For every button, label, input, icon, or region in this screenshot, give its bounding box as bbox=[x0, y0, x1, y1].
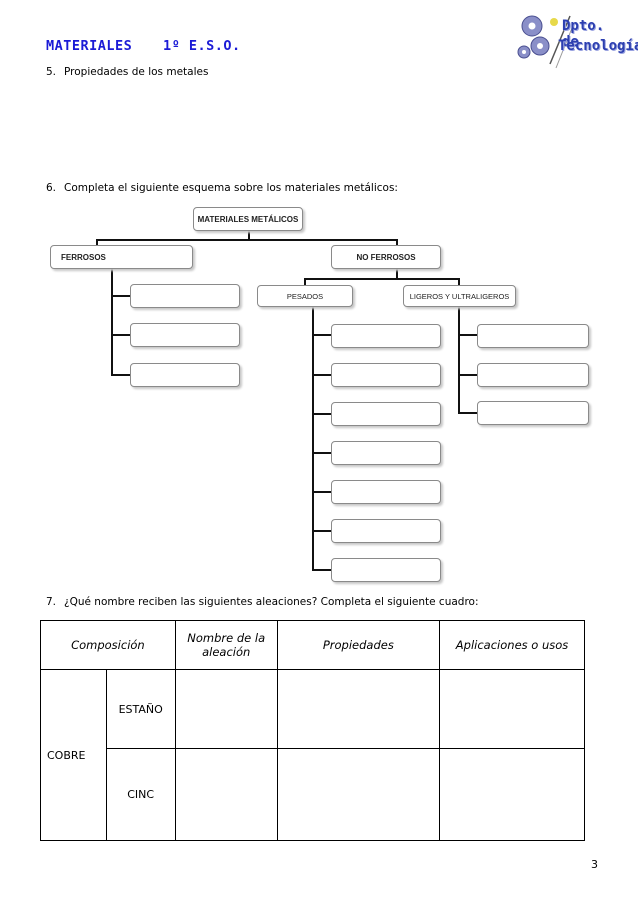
base-metal-cell: COBRE bbox=[40, 669, 107, 841]
answer-box[interactable] bbox=[130, 363, 240, 387]
alloy-component-cell: ESTAÑO bbox=[105, 669, 176, 749]
connector bbox=[304, 278, 460, 280]
connector bbox=[111, 295, 130, 297]
connector bbox=[96, 239, 98, 247]
header-alloy-name: Nombre de la aleación bbox=[174, 620, 278, 670]
connector bbox=[312, 374, 331, 376]
scheme-light-box: LIGEROS Y ULTRALIGEROS bbox=[403, 285, 516, 307]
answer-box[interactable] bbox=[331, 558, 441, 582]
answer-box[interactable] bbox=[331, 441, 441, 465]
connector bbox=[111, 334, 130, 336]
header-composition: Composición bbox=[40, 620, 176, 670]
scheme-heavy-box: PESADOS bbox=[257, 285, 353, 307]
connector bbox=[111, 268, 113, 375]
answer-box[interactable] bbox=[331, 402, 441, 426]
connector bbox=[312, 306, 314, 571]
connector bbox=[312, 569, 331, 571]
connector bbox=[396, 239, 398, 247]
answer-cell[interactable] bbox=[174, 748, 278, 841]
answer-cell[interactable] bbox=[276, 748, 441, 841]
answer-box[interactable] bbox=[477, 324, 589, 348]
question-7-number: 7. bbox=[46, 596, 57, 608]
scheme-nonferrous-box: NO FERROSOS bbox=[331, 245, 441, 269]
question-5-text: Propiedades de los metales bbox=[64, 66, 209, 78]
scheme-root-box: MATERIALES METÁLICOS bbox=[193, 207, 303, 231]
answer-cell[interactable] bbox=[174, 669, 278, 749]
answer-cell[interactable] bbox=[439, 748, 585, 841]
connector bbox=[312, 530, 331, 532]
alloy-table: Composición Nombre de la aleación Propie… bbox=[40, 620, 585, 841]
connector bbox=[248, 231, 250, 241]
connector bbox=[312, 452, 331, 454]
connector bbox=[396, 268, 398, 280]
question-6-number: 6. bbox=[46, 182, 57, 194]
answer-box[interactable] bbox=[477, 363, 589, 387]
connector bbox=[458, 306, 460, 414]
header-properties: Propiedades bbox=[276, 620, 441, 670]
scheme-ferrous-box: FERROSOS bbox=[50, 245, 193, 269]
connector bbox=[111, 374, 130, 376]
answer-box[interactable] bbox=[130, 323, 240, 347]
connector bbox=[312, 491, 331, 493]
connector bbox=[96, 239, 398, 241]
connector bbox=[458, 278, 460, 286]
connector bbox=[458, 374, 477, 376]
connector bbox=[304, 278, 306, 286]
header-course: 1º E.S.O. bbox=[163, 38, 241, 54]
question-5: 5. Propiedades de los metales bbox=[46, 66, 208, 78]
header-uses: Aplicaciones o usos bbox=[439, 620, 585, 670]
question-6: 6. Completa el siguiente esquema sobre lo… bbox=[46, 182, 398, 194]
header-title: MATERIALES bbox=[46, 38, 133, 54]
answer-box[interactable] bbox=[331, 480, 441, 504]
question-7-text: ¿Qué nombre reciben las siguientes aleac… bbox=[64, 596, 479, 608]
connector bbox=[458, 334, 477, 336]
question-7: 7. ¿Qué nombre reciben las siguientes ale… bbox=[46, 596, 479, 608]
connector bbox=[312, 413, 331, 415]
question-5-number: 5. bbox=[46, 66, 57, 78]
answer-box[interactable] bbox=[477, 401, 589, 425]
department-logo: Dpto. de Tecnología bbox=[510, 8, 638, 72]
answer-box[interactable] bbox=[331, 519, 441, 543]
answer-cell[interactable] bbox=[276, 669, 441, 749]
answer-box[interactable] bbox=[331, 363, 441, 387]
connector bbox=[312, 334, 331, 336]
connector bbox=[458, 412, 477, 414]
logo-line2: Tecnología bbox=[558, 38, 638, 54]
gears-icon bbox=[517, 15, 573, 69]
answer-box[interactable] bbox=[331, 324, 441, 348]
question-6-text: Completa el siguiente esquema sobre los … bbox=[64, 182, 398, 194]
page-number: 3 bbox=[591, 858, 598, 871]
alloy-component-cell: CINC bbox=[105, 748, 176, 841]
answer-box[interactable] bbox=[130, 284, 240, 308]
logo-line1: Dpto. de bbox=[562, 18, 605, 50]
answer-cell[interactable] bbox=[439, 669, 585, 749]
